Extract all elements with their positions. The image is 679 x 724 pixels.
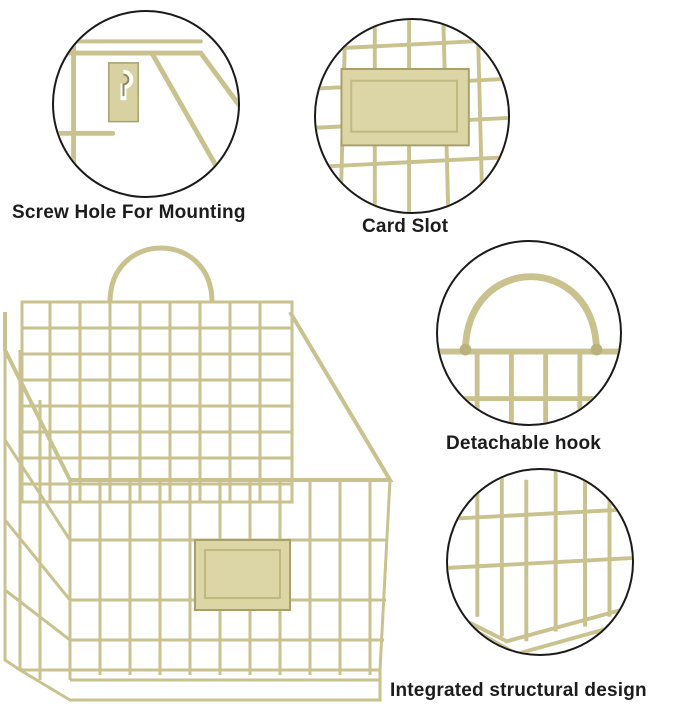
card-slot-illustration	[316, 20, 508, 212]
wire-basket-illustration	[3, 245, 394, 702]
hook-illustration	[438, 273, 620, 424]
card-slot-closeup-image	[314, 18, 510, 214]
structure-closeup-image	[446, 468, 634, 656]
caption-screw-hole: Screw Hole For Mounting	[12, 202, 246, 223]
wire-basket-main-image	[0, 240, 400, 710]
screw-hole-closeup-image	[52, 10, 240, 198]
screw-hole-illustration	[54, 36, 238, 196]
hook-closeup-image	[436, 240, 622, 426]
caption-card-slot: Card Slot	[362, 216, 449, 237]
structure-illustration	[448, 470, 632, 654]
caption-hook: Detachable hook	[446, 433, 602, 454]
caption-structure: Integrated structural design	[390, 680, 647, 701]
